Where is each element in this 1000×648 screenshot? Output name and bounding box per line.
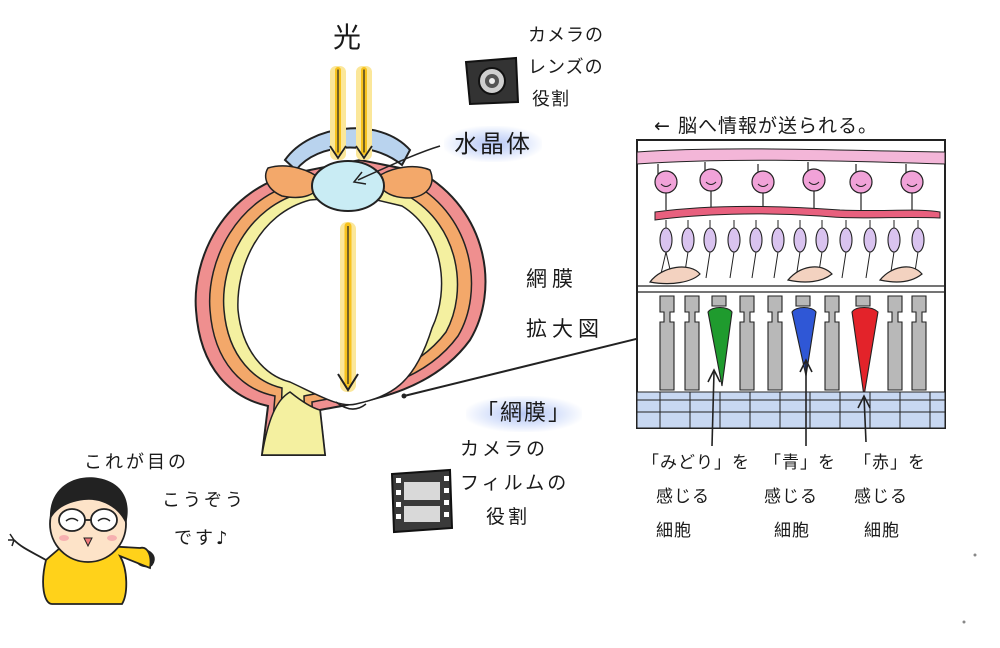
camera-lens-line1: カメラの [528, 25, 604, 46]
green-cell-line3: 細胞 [656, 521, 692, 541]
ciliary-body-right [375, 165, 433, 199]
fovea [335, 401, 367, 410]
amacrine-line [654, 205, 941, 221]
camera-lens-icon [464, 56, 520, 106]
cone-blue [791, 295, 817, 377]
speech-caption: これが目の こうぞう です♪ [84, 444, 246, 558]
retina-zoom-line [403, 337, 641, 397]
camera-lens-line3: 役割 [532, 89, 570, 110]
film-icon [390, 468, 454, 534]
light-label: 光 [333, 21, 364, 54]
crystalline-lens-label: 水晶体 [444, 126, 542, 162]
girl-character [8, 477, 155, 605]
cornea [283, 127, 412, 172]
camera-lens-caption: カメラの レンズの 役割 [528, 20, 604, 116]
horizontal-cells [648, 266, 923, 285]
hair [49, 477, 128, 524]
green-cell-line1: 「みどり」を [642, 453, 750, 473]
speech-line1: これが目の [84, 452, 189, 473]
red-cell-line3: 細胞 [864, 521, 900, 541]
optic-nerve [261, 391, 326, 456]
camera-film-line2: フィルムの [460, 472, 570, 494]
pigment-epithelium [637, 391, 945, 428]
nerve-fiber-layer [637, 148, 945, 165]
blue-cell-caption: 「青」を 感じる 細胞 [764, 446, 836, 548]
camera-film-caption: カメラの フィルムの 役割 [460, 432, 569, 534]
cone-red [851, 295, 879, 397]
retina-enlarged-line2: 拡大図 [526, 317, 604, 341]
cone-green [707, 295, 733, 387]
speech-line3: です♪ [174, 528, 231, 549]
yellow-shirt [42, 545, 152, 605]
blue-cell-line3: 細胞 [774, 521, 810, 541]
green-cell-line2: 感じる [656, 487, 710, 507]
lens-pointer [357, 145, 441, 181]
speech-line2: こうぞう [162, 490, 246, 511]
green-cell-caption: 「みどり」を 感じる 細胞 [642, 446, 750, 548]
blue-cell-line2: 感じる [764, 487, 818, 507]
retina-enlarged-line1: 網膜 [526, 267, 578, 291]
camera-film-line3: 役割 [486, 506, 531, 528]
retina-label: 「網膜」 [466, 396, 583, 432]
red-cell-line2: 感じる [854, 487, 908, 507]
camera-film-line1: カメラの [460, 438, 549, 460]
blue-cell-line1: 「青」を [764, 453, 836, 473]
light-rays [329, 66, 373, 392]
retina-enlarged-caption: 網膜 拡大図 [526, 254, 604, 354]
glasses-icon [58, 508, 118, 532]
crystalline-lens [311, 160, 385, 212]
ciliary-body-left [264, 165, 323, 199]
camera-lens-line2: レンズの [528, 57, 604, 78]
to-brain-label: ← 脳へ情報が送られる。 [654, 115, 878, 137]
cone-pointer-arrows [707, 358, 871, 447]
ganglion-cells [654, 162, 924, 210]
red-cell-caption: 「赤」を 感じる 細胞 [854, 446, 926, 548]
rod-cells [659, 295, 927, 391]
red-cell-line1: 「赤」を [854, 453, 926, 473]
retina-enlarged-view [636, 139, 946, 429]
